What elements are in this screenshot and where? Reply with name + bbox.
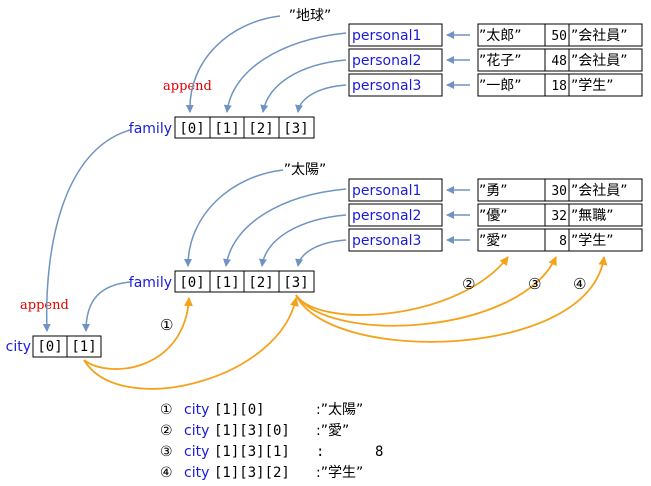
- bottom-family-list: [0] [1] [2] [3]: [174, 270, 315, 293]
- top-index-0: [0]: [179, 121, 204, 137]
- legend-var-3: city: [184, 444, 209, 460]
- top-personal-row-1: personal1: [348, 23, 443, 47]
- top-arrow-earth: [185, 15, 281, 113]
- bottom-family-label: family: [129, 275, 172, 291]
- legend-index-1: [1][0]: [214, 402, 265, 418]
- legend-index-2: [1][3][0]: [214, 423, 290, 439]
- legend: ① city [1][0] :”太陽” ② city [1][3][0] :”愛…: [160, 402, 383, 481]
- bottom-personal-row-2: personal2: [348, 203, 443, 227]
- legend-index-4: [1][3][2]: [214, 465, 290, 481]
- bottom-arrow-personal2: [259, 214, 347, 267]
- city-index-1: [1]: [71, 339, 96, 355]
- city-label: city: [6, 339, 31, 355]
- legend-marker-2: ②: [160, 423, 173, 439]
- city-append-label: append: [20, 298, 69, 313]
- bottom-role-1: ”会社員”: [571, 183, 628, 199]
- orange-arrow-4: [295, 256, 608, 343]
- top-index-3: [3]: [283, 121, 308, 137]
- bottom-arrow-sun: [184, 169, 284, 267]
- legend-marker-4: ④: [160, 465, 173, 481]
- legend-marker-3: ③: [160, 444, 173, 460]
- bottom-name-3: ”愛”: [479, 233, 508, 249]
- top-personal-row-3: personal3: [348, 73, 443, 97]
- orange-arrow-3: [295, 256, 557, 327]
- legend-value-2: :”愛”: [316, 423, 349, 439]
- top-personal-row-2: personal2: [348, 48, 443, 72]
- top-arrow-personal2: [260, 59, 347, 113]
- bottom-name-1: ”勇”: [479, 183, 508, 199]
- marker-2: ②: [462, 275, 475, 293]
- arrow-bottom-family-to-city: [82, 281, 131, 332]
- bottom-header-value: ”太陽”: [284, 162, 327, 178]
- bottom-age-2: 32: [551, 209, 567, 224]
- top-age-1: 50: [551, 29, 567, 44]
- arrow-top-family-to-city: [42, 129, 131, 332]
- top-name-2: ”花子”: [479, 53, 522, 69]
- top-family-label: family: [129, 121, 172, 137]
- top-personal-label-1: personal1: [352, 28, 421, 44]
- top-role-3: ”学生”: [571, 78, 614, 94]
- city-list: [0] [1]: [32, 335, 102, 358]
- top-arrow-personal1: [223, 32, 347, 113]
- top-data-table: ”太郎” 50 ”会社員” ”花子” 48 ”会社員” ”一郎” 18 ”学生”: [477, 23, 643, 97]
- bottom-index-3: [3]: [283, 275, 308, 291]
- orange-arrow-city-to-family3: [83, 297, 299, 390]
- bottom-personal-row-1: personal1: [348, 178, 443, 202]
- legend-index-3: [1][3][1]: [214, 444, 290, 460]
- top-header-value: ”地球”: [289, 8, 332, 24]
- orange-arrow-1: [83, 297, 194, 370]
- top-age-2: 48: [551, 54, 567, 69]
- top-age-3: 18: [551, 79, 567, 94]
- top-personal-label-3: personal3: [352, 78, 421, 94]
- bottom-personal-row-3: personal3: [348, 228, 443, 252]
- top-family-list: [0] [1] [2] [3]: [174, 116, 315, 139]
- bottom-index-1: [1]: [214, 275, 239, 291]
- marker-4: ④: [573, 275, 586, 293]
- bottom-personal-label-1: personal1: [352, 183, 421, 199]
- bottom-arrow-personal3: [295, 239, 347, 267]
- top-role-2: ”会社員”: [571, 53, 628, 69]
- bottom-role-2: ”無職”: [571, 208, 614, 224]
- bottom-age-3: 8: [559, 234, 567, 249]
- top-name-3: ”一郎”: [479, 78, 522, 94]
- bottom-index-0: [0]: [179, 275, 204, 291]
- city-index-0: [0]: [37, 339, 62, 355]
- bottom-age-1: 30: [551, 184, 567, 199]
- marker-3: ③: [528, 275, 541, 293]
- legend-var-1: city: [184, 402, 209, 418]
- legend-value-3: : 8: [316, 444, 383, 460]
- top-index-1: [1]: [214, 121, 239, 137]
- bottom-personal-label-3: personal3: [352, 233, 421, 249]
- top-index-2: [2]: [248, 121, 273, 137]
- legend-var-2: city: [184, 423, 209, 439]
- bottom-name-2: ”優”: [479, 208, 508, 224]
- orange-arrow-2: [295, 256, 509, 316]
- legend-var-4: city: [184, 465, 209, 481]
- legend-marker-1: ①: [160, 402, 173, 418]
- bottom-index-2: [2]: [248, 275, 273, 291]
- top-append-label: append: [163, 79, 212, 94]
- top-role-1: ”会社員”: [571, 28, 628, 44]
- bottom-arrow-personal1: [223, 188, 347, 267]
- bottom-personal-label-2: personal2: [352, 208, 421, 224]
- top-arrow-personal3: [295, 84, 347, 113]
- marker-1: ①: [160, 316, 173, 334]
- top-personal-label-2: personal2: [352, 53, 421, 69]
- legend-value-1: :”太陽”: [316, 402, 363, 418]
- bottom-data-table: ”勇” 30 ”会社員” ”優” 32 ”無職” ”愛” 8 ”学生”: [477, 178, 643, 252]
- bottom-role-3: ”学生”: [571, 233, 614, 249]
- legend-value-4: :”学生”: [316, 465, 363, 481]
- top-name-1: ”太郎”: [479, 28, 522, 44]
